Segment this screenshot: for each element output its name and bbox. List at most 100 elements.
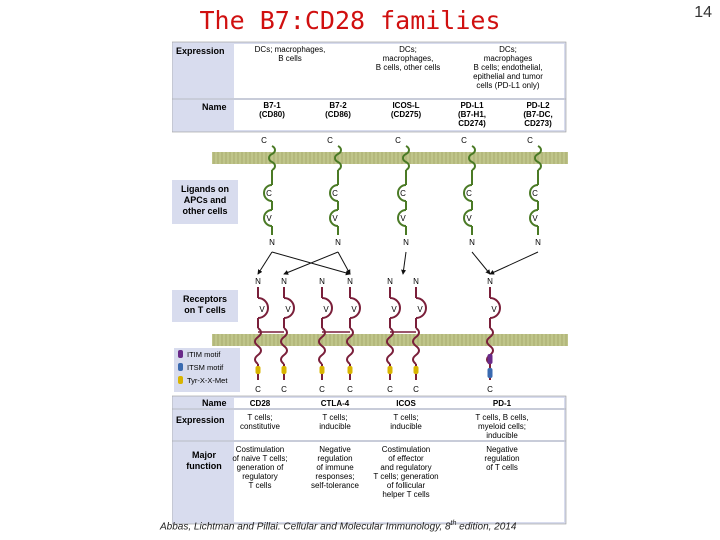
n-terminus-label: N bbox=[269, 238, 275, 247]
binding-arrow bbox=[337, 251, 351, 275]
domain-v-label: V bbox=[466, 214, 472, 223]
domain-v-label: V bbox=[351, 305, 357, 314]
domain-c-label: C bbox=[461, 136, 467, 145]
ligand-expression-label: Expression bbox=[176, 46, 225, 56]
tyr-x-x-met-icon bbox=[281, 366, 287, 374]
domain-c-label: C bbox=[327, 136, 333, 145]
ligand-name: PD-L2(B7-DC,CD273) bbox=[523, 101, 552, 128]
itsm-motif-icon bbox=[178, 363, 183, 371]
n-terminus-label: N bbox=[487, 277, 493, 286]
receptor-chain: N V C bbox=[346, 277, 361, 394]
domain-v-label: V bbox=[400, 214, 406, 223]
receptor-expression-label: Expression bbox=[176, 415, 225, 425]
n-terminus-label: N bbox=[335, 238, 341, 247]
receptor-name: CD28 bbox=[250, 399, 271, 408]
domain-c-label: C bbox=[281, 385, 287, 394]
receptor-expression-cell: T cells;constitutive bbox=[240, 413, 281, 431]
n-terminus-label: N bbox=[319, 277, 325, 286]
domain-v-label: V bbox=[391, 305, 397, 314]
domain-c-label: C bbox=[387, 385, 393, 394]
domain-c-label: C bbox=[413, 385, 419, 394]
receptor-chain: N V C bbox=[280, 277, 295, 394]
domain-c-label: C bbox=[400, 189, 406, 198]
tyr-x-x-met-icon bbox=[413, 366, 419, 374]
domain-c-label: C bbox=[255, 385, 261, 394]
domain-c-label: C bbox=[487, 385, 493, 394]
domain-v-label: V bbox=[259, 305, 265, 314]
domain-v-label: V bbox=[532, 214, 538, 223]
n-terminus-label: N bbox=[535, 238, 541, 247]
itim-motif-icon bbox=[178, 350, 183, 358]
domain-c-label: C bbox=[532, 189, 538, 198]
legend-label: Tyr-X-X-Met bbox=[187, 376, 228, 385]
tyr-x-x-met-icon bbox=[319, 366, 325, 374]
legend-label: ITIM motif bbox=[187, 350, 221, 359]
n-terminus-label: N bbox=[413, 277, 419, 286]
binding-arrow bbox=[401, 251, 407, 275]
binding-arrow bbox=[471, 251, 491, 275]
ligands-label-box bbox=[172, 180, 238, 224]
binding-arrow bbox=[489, 251, 539, 275]
receptor-expression-cell: T cells, B cells,myeloid cells;inducible bbox=[475, 413, 528, 440]
tyr-x-x-met-icon bbox=[387, 366, 393, 374]
domain-v-label: V bbox=[332, 214, 338, 223]
receptor-expression-cell: T cells;inducible bbox=[390, 413, 422, 431]
legend-label: ITSM motif bbox=[187, 363, 224, 372]
ligand-name: ICOS-L(CD275) bbox=[391, 101, 422, 119]
tyr-x-x-met-icon bbox=[178, 376, 183, 384]
tyr-x-x-met-icon bbox=[255, 366, 261, 374]
domain-c-label: C bbox=[332, 189, 338, 198]
n-terminus-label: N bbox=[255, 277, 261, 286]
receptor-chain: N V C bbox=[412, 277, 427, 394]
ligand-molecule: C C V N bbox=[327, 136, 342, 247]
ligand-name: PD-L1(B7-H1,CD274) bbox=[458, 101, 486, 128]
n-terminus-label: N bbox=[387, 277, 393, 286]
domain-c-label: C bbox=[466, 189, 472, 198]
receptor-expression-cell: T cells;inducible bbox=[319, 413, 351, 431]
n-terminus-label: N bbox=[281, 277, 287, 286]
receptor-chain: NVC bbox=[318, 277, 333, 394]
domain-c-label: C bbox=[347, 385, 353, 394]
receptors-label-box bbox=[172, 290, 238, 322]
itsm-motif-icon bbox=[487, 368, 493, 378]
domain-c-label: C bbox=[319, 385, 325, 394]
receptor-chain: N V C bbox=[254, 277, 269, 394]
domain-c-label: C bbox=[395, 136, 401, 145]
n-terminus-label: N bbox=[469, 238, 475, 247]
receptor-name-label: Name bbox=[202, 398, 227, 408]
ligand-name: B7-1(CD80) bbox=[259, 101, 285, 119]
domain-v-label: V bbox=[266, 214, 272, 223]
receptor-chain: NVC bbox=[486, 277, 501, 394]
domain-v-label: V bbox=[285, 305, 291, 314]
ligand-expression-cell: DCs; macrophages,B cells bbox=[255, 45, 326, 63]
citation-caption: Abbas, Lichtman and Pillai. Cellular and… bbox=[160, 520, 517, 533]
ligand-expression-cell: DCs;macrophages,B cells, other cells bbox=[376, 45, 440, 72]
ligand-molecule: C C V N bbox=[461, 136, 476, 247]
slide-title: The B7:CD28 families bbox=[199, 6, 501, 35]
receptor-name: CTLA-4 bbox=[321, 399, 350, 408]
receptor-name: ICOS bbox=[396, 399, 416, 408]
domain-v-label: V bbox=[417, 305, 423, 314]
receptor-chain: N V C bbox=[386, 277, 401, 394]
binding-arrow bbox=[257, 251, 273, 275]
t-cell-membrane bbox=[212, 334, 568, 346]
domain-c-label: C bbox=[266, 189, 272, 198]
receptor-name: PD-1 bbox=[493, 399, 512, 408]
b7-cd28-figure: Expression Name DCs; macrophages,B cells… bbox=[172, 40, 568, 528]
n-terminus-label: N bbox=[347, 277, 353, 286]
